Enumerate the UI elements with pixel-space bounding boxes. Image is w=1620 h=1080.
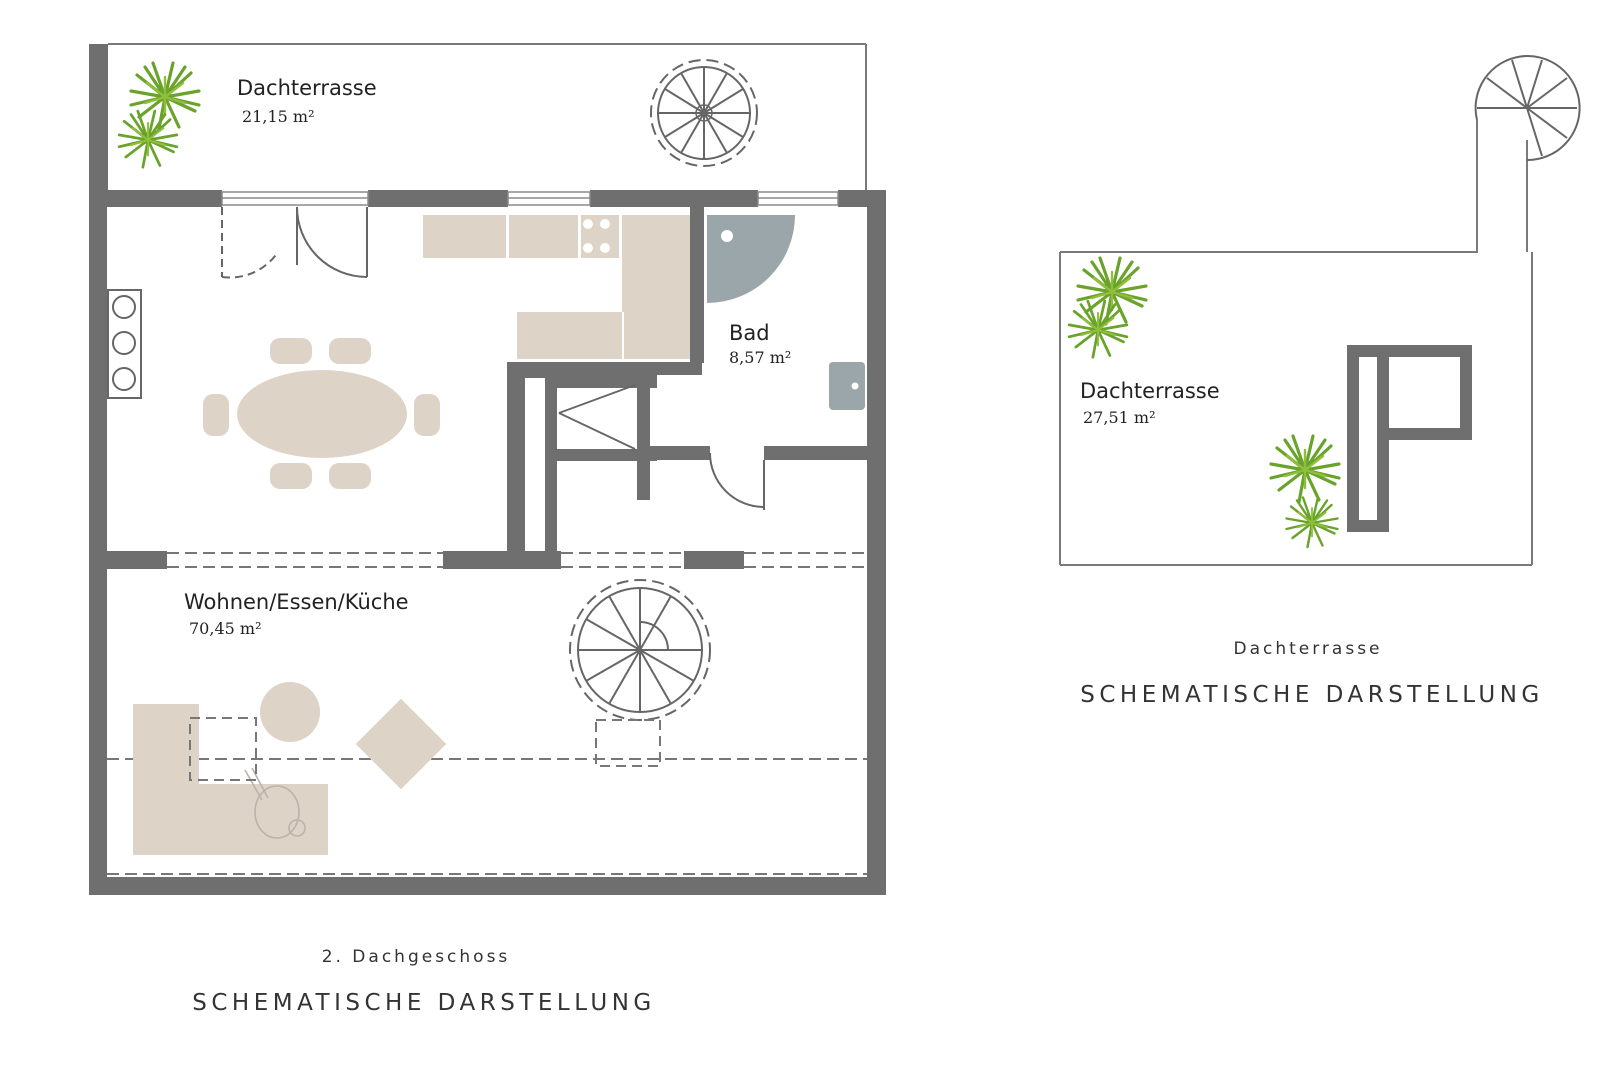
caption-floor: 2. Dachgeschoss — [322, 947, 511, 967]
side-table — [260, 682, 320, 742]
interior-walls — [107, 207, 867, 569]
dining-table — [203, 338, 440, 489]
terrace-door — [221, 206, 368, 279]
cooktop — [583, 219, 610, 253]
armchair — [355, 698, 447, 790]
plant-icon — [117, 61, 201, 169]
shaft-lines — [558, 384, 636, 450]
washbasin — [829, 362, 865, 410]
windows-top — [221, 191, 839, 206]
exterior-walls — [89, 190, 886, 895]
wall-stove — [107, 289, 142, 399]
bath-door — [709, 452, 765, 510]
sofa — [133, 704, 328, 855]
floor-plan-2-dachgeschoss: Dachterrasse 21,15 m² Bad 8,57 m² Wohnen… — [89, 43, 886, 1016]
spiral-stair — [569, 579, 711, 721]
dashed-openings — [107, 552, 867, 875]
caption-title-roof: SCHEMATISCHE DARSTELLUNG — [1080, 682, 1543, 708]
roof-skylight — [1347, 345, 1472, 532]
caption-title: SCHEMATISCHE DARSTELLUNG — [192, 990, 655, 1016]
terrace-outline — [89, 43, 867, 194]
shower — [707, 215, 795, 303]
room-area-terrace: 21,15 m² — [242, 107, 314, 126]
room-name-terrace: Dachterrasse — [237, 76, 377, 100]
dashed-coffee-table — [189, 717, 257, 781]
spiral-stair-terrace — [650, 59, 758, 167]
stair-landing — [595, 719, 661, 767]
spiral-stair-roof — [1474, 55, 1581, 162]
room-name-roof-terrace: Dachterrasse — [1080, 379, 1220, 403]
room-area-roof-terrace: 27,51 m² — [1083, 408, 1155, 427]
room-name-living: Wohnen/Essen/Küche — [184, 590, 409, 614]
room-area-bath: 8,57 m² — [729, 348, 791, 367]
caption-floor-roof: Dachterrasse — [1233, 639, 1382, 659]
room-name-bath: Bad — [729, 321, 770, 345]
room-area-living: 70,45 m² — [189, 619, 261, 638]
armchair-person — [244, 767, 306, 839]
roof-terrace-plan: Dachterrasse 27,51 m² Dachterrasse SCHEM… — [1059, 55, 1581, 708]
roof-terrace-outline — [1059, 120, 1533, 566]
kitchen-counter — [423, 215, 690, 359]
